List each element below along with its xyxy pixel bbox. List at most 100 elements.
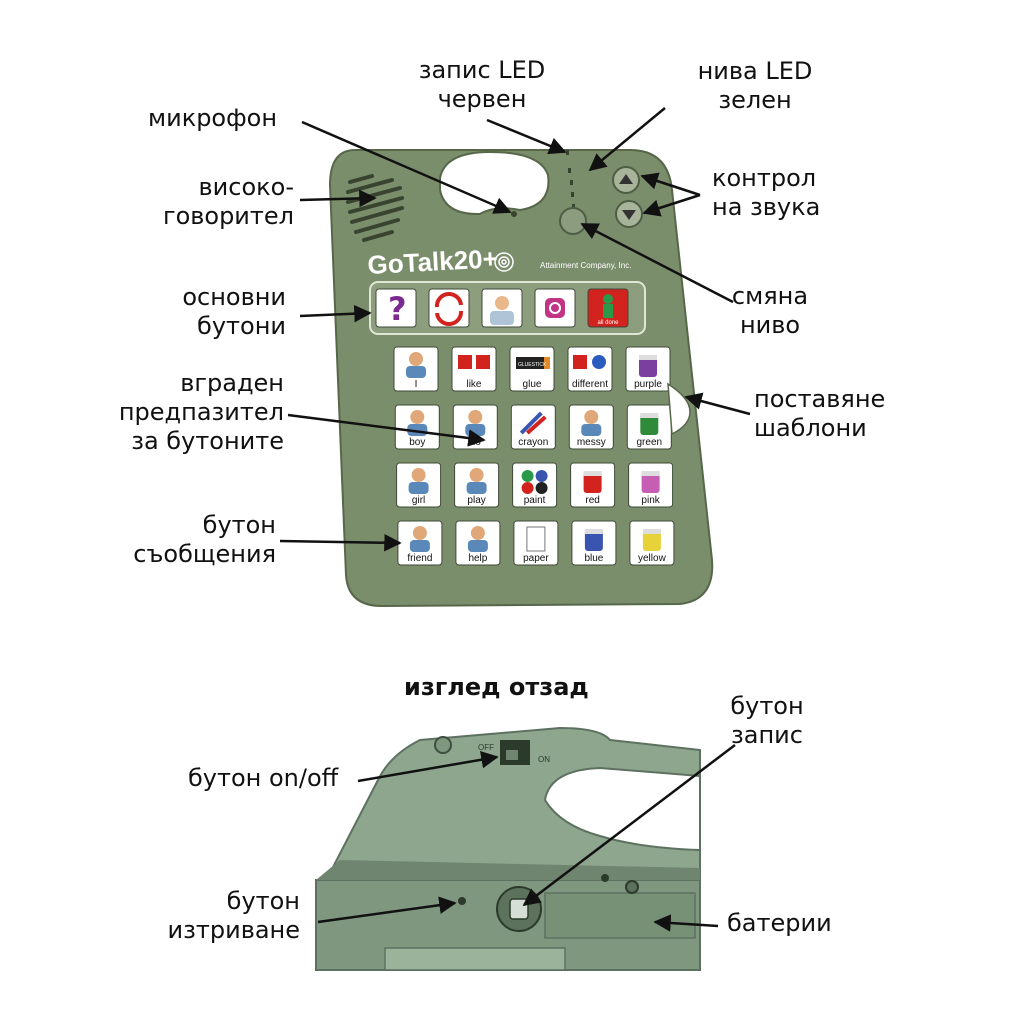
arrow-level-change bbox=[580, 222, 734, 304]
message-button-boy[interactable]: boy bbox=[394, 404, 440, 450]
device-brand: GoTalk20+ bbox=[367, 243, 499, 280]
message-button-label: different bbox=[572, 379, 608, 390]
volume-up-button[interactable] bbox=[612, 166, 640, 194]
core-button-4[interactable] bbox=[534, 288, 576, 328]
blue-icon bbox=[584, 529, 603, 551]
switch-off-label: OFF bbox=[478, 743, 494, 752]
battery-door bbox=[544, 892, 696, 939]
fingerprint-icon bbox=[494, 252, 514, 272]
paint-icon bbox=[521, 470, 548, 494]
switch-on-label: ON bbox=[538, 755, 550, 764]
message-button-help[interactable]: help bbox=[455, 520, 501, 566]
message-button-label: green bbox=[637, 437, 663, 448]
level-change-button[interactable] bbox=[559, 207, 587, 235]
label-overlay-insert: поставяне шаблони bbox=[754, 385, 886, 442]
core-button-5[interactable]: all done bbox=[587, 288, 629, 328]
purple-icon bbox=[639, 355, 657, 377]
glue-stick-text: GLUESTICK bbox=[518, 362, 547, 368]
core-buttons: ? all done bbox=[375, 288, 629, 328]
message-button-paper[interactable]: paper bbox=[513, 520, 559, 566]
refresh-icon bbox=[434, 292, 464, 326]
message-button-label: I bbox=[415, 379, 418, 390]
arrow-volume-down bbox=[642, 193, 701, 217]
label-volume: контрол на звука bbox=[712, 164, 821, 221]
message-button-green[interactable]: green bbox=[626, 404, 672, 450]
message-button-purple[interactable]: purple bbox=[625, 346, 671, 392]
power-switch-slider bbox=[506, 750, 518, 760]
message-button-glue[interactable]: GLUESTICK glue bbox=[509, 346, 555, 392]
back-view-title: изглед отзад bbox=[404, 673, 589, 701]
message-button-pink[interactable]: pink bbox=[628, 462, 674, 508]
message-button-crayon[interactable]: crayon bbox=[510, 404, 556, 450]
message-button-label: play bbox=[467, 495, 485, 506]
message-button-red[interactable]: red bbox=[570, 462, 616, 508]
screw-hole bbox=[601, 874, 609, 882]
pink-icon bbox=[641, 471, 660, 493]
label-message-button: бутон съобщения bbox=[133, 511, 276, 568]
arrow-record-led bbox=[486, 118, 567, 155]
label-level-change: смяна ниво bbox=[731, 282, 809, 339]
message-button-paint[interactable]: paint bbox=[512, 462, 558, 508]
core-button-2[interactable] bbox=[428, 288, 470, 328]
like-icon bbox=[458, 355, 490, 369]
message-button-label: blue bbox=[584, 553, 603, 564]
arrow-level-led bbox=[588, 107, 666, 172]
arrow-overlay-guard bbox=[287, 413, 486, 447]
message-button-like[interactable]: like bbox=[451, 346, 497, 392]
core-button-1[interactable]: ? bbox=[375, 288, 417, 328]
device-company: Attainment Company, Inc. bbox=[540, 261, 631, 270]
message-button-different[interactable]: different bbox=[567, 346, 613, 392]
message-button-label: glue bbox=[523, 379, 542, 390]
message-button-label: messy bbox=[577, 437, 606, 448]
back-view: OFF ON bbox=[315, 726, 701, 971]
volume-down-button[interactable] bbox=[615, 200, 643, 228]
message-button-play[interactable]: play bbox=[454, 462, 500, 508]
message-button-blue[interactable]: blue bbox=[571, 520, 617, 566]
label-power-button: бутон on/off bbox=[188, 764, 339, 792]
message-button-label: purple bbox=[634, 379, 662, 390]
paper-icon bbox=[526, 526, 546, 552]
message-button-do[interactable]: do bbox=[452, 404, 498, 450]
I-icon bbox=[406, 352, 426, 378]
message-button-girl[interactable]: girl bbox=[396, 462, 442, 508]
message-button-label: pink bbox=[641, 495, 660, 506]
label-speaker: високо- говорител bbox=[162, 173, 294, 230]
message-button-label: boy bbox=[409, 437, 425, 448]
label-erase-button: бутон изтриване bbox=[167, 887, 300, 944]
message-button-I[interactable]: I bbox=[393, 346, 439, 392]
message-button-label: like bbox=[466, 379, 481, 390]
core-label-all-done: all done bbox=[597, 320, 619, 326]
core-button-3[interactable] bbox=[481, 288, 523, 328]
question-icon: ? bbox=[388, 290, 407, 328]
arrow-message-button bbox=[279, 533, 402, 552]
arrow-core-buttons bbox=[299, 304, 372, 323]
play-icon bbox=[466, 468, 487, 494]
instagram-icon bbox=[545, 298, 565, 318]
message-button-yellow[interactable]: yellow bbox=[629, 520, 675, 566]
handle-hole bbox=[439, 150, 550, 216]
message-button-label: help bbox=[468, 553, 487, 564]
glue-icon bbox=[516, 357, 550, 369]
record-button[interactable] bbox=[509, 898, 529, 920]
message-button-label: red bbox=[585, 495, 599, 506]
arrow-batteries bbox=[653, 914, 719, 932]
arrow-power-button bbox=[357, 751, 499, 783]
message-button-label: friend bbox=[407, 553, 432, 564]
message-button-friend[interactable]: friend bbox=[397, 520, 443, 566]
erase-hole[interactable] bbox=[458, 897, 466, 905]
label-record-button: бутон запис bbox=[730, 692, 804, 749]
message-button-label: yellow bbox=[638, 553, 667, 564]
label-level-led: нива LED зелен bbox=[697, 57, 813, 114]
back-handle-hole bbox=[543, 766, 701, 852]
red-icon bbox=[583, 471, 602, 493]
yellow-icon bbox=[642, 529, 661, 551]
girl-icon bbox=[408, 468, 429, 494]
svg-text:?: ? bbox=[388, 290, 407, 328]
microphone-hole bbox=[511, 211, 517, 217]
message-button-messy[interactable]: messy bbox=[568, 404, 614, 450]
arrow-speaker bbox=[299, 189, 377, 208]
help-icon bbox=[467, 526, 488, 552]
label-record-led: запис LED червен bbox=[418, 56, 546, 113]
power-knob[interactable] bbox=[434, 736, 452, 754]
